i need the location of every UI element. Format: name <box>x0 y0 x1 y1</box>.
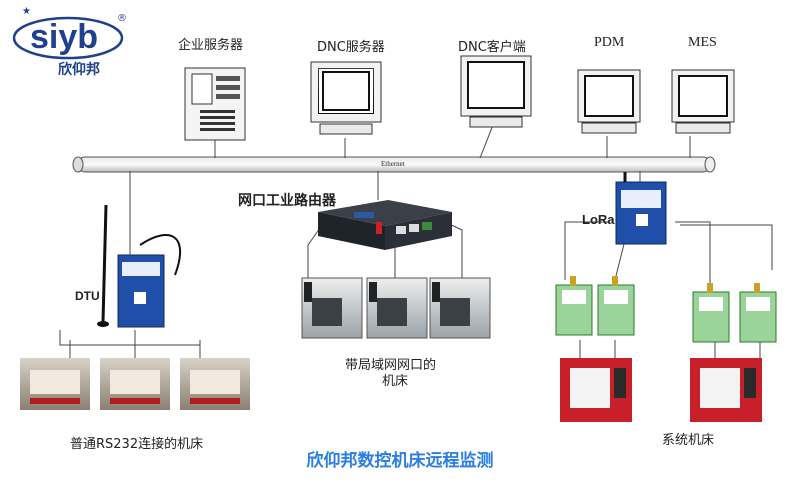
rs232-lathe-1 <box>20 358 90 410</box>
lan-cnc-machine-1 <box>301 277 363 339</box>
brand-name: 欣仰邦 <box>58 61 100 77</box>
label-dtu: DTU <box>75 289 100 303</box>
label-router: 网口工业路由器 <box>238 192 336 208</box>
label-ethernet: Ethernet <box>381 160 405 168</box>
label-enterprise-server: 企业服务器 <box>178 38 244 53</box>
dnc-client-monitor-icon <box>460 55 532 128</box>
svg-text:★: ★ <box>22 6 31 17</box>
lora-gateway-icon <box>615 172 667 245</box>
label-dnc-server: DNC服务器 <box>317 40 385 55</box>
lora-module-4 <box>739 283 777 343</box>
rs232-lathe-2 <box>100 358 170 410</box>
label-lan-machines-line2: 机床 <box>382 374 409 389</box>
lan-cnc-machine-3 <box>429 277 491 339</box>
label-dnc-client: DNC客户端 <box>458 40 526 55</box>
mes-monitor-icon <box>671 69 735 134</box>
label-system-machines: 系统机床 <box>662 433 715 448</box>
lora-module-1 <box>555 276 593 336</box>
dtu-device-icon <box>97 204 181 328</box>
label-lora: LoRa <box>582 212 615 227</box>
ethernet-backbone <box>72 156 716 173</box>
rs232-lathe-3 <box>180 358 250 410</box>
lora-module-3 <box>692 283 730 343</box>
bottom-connections <box>59 171 773 360</box>
industrial-router-icon <box>318 200 452 250</box>
diagram-title: 欣仰邦数控机床远程监测 <box>306 451 494 471</box>
label-lan-machines-line1: 带局域网网口的 <box>345 358 437 373</box>
system-machine-2 <box>690 358 762 422</box>
dnc-server-monitor-icon <box>310 61 382 135</box>
label-rs232-machines: 普通RS232连接的机床 <box>70 437 204 452</box>
svg-text:siyb: siyb <box>30 18 98 56</box>
pdm-monitor-icon <box>577 69 641 134</box>
registered-mark: ® <box>117 13 127 24</box>
siyb-logo-icon: ★ siyb <box>12 6 124 60</box>
label-pdm: PDM <box>594 35 625 50</box>
system-machine-1 <box>560 358 632 422</box>
lan-cnc-machine-2 <box>366 277 428 339</box>
label-mes: MES <box>688 35 717 50</box>
enterprise-server-icon <box>184 67 246 141</box>
lora-module-2 <box>597 276 635 336</box>
